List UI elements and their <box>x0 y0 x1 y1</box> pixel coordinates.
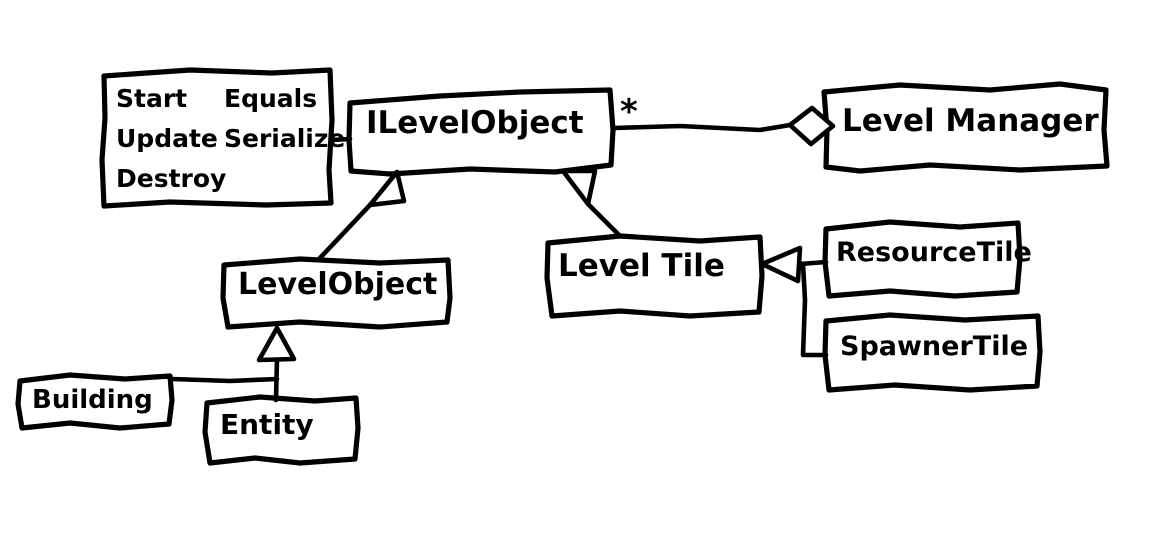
building-box[interactable] <box>15 372 175 431</box>
resourcetile-box[interactable] <box>822 219 1023 299</box>
generalization-arrowhead-levelobject <box>367 169 407 208</box>
generalization-connector-tile-junction <box>800 261 829 358</box>
ilevelobject-box[interactable] <box>346 87 616 177</box>
aggregation-diamond-icon <box>787 105 836 147</box>
spawnertile-box[interactable] <box>822 312 1043 393</box>
levelmanager-box[interactable] <box>821 81 1110 174</box>
generalization-arrowhead-leveltile <box>560 168 598 207</box>
methods-note-box[interactable] <box>99 67 335 209</box>
note-link-connector <box>328 136 353 143</box>
generalization-arrowhead-levelobject-children <box>256 325 297 363</box>
methods-note-serialize: Serialize <box>224 124 346 153</box>
methods-note-destroy: Destroy <box>116 164 227 193</box>
generalization-connector-leveltile <box>585 201 623 239</box>
leveltile-box[interactable] <box>544 233 765 319</box>
entity-box[interactable] <box>202 394 361 466</box>
aggregation-connector <box>611 122 793 133</box>
generalization-arrowhead-tiles <box>759 245 803 284</box>
methods-note-equals: Equals <box>224 84 318 113</box>
methods-note-start: Start <box>116 84 188 113</box>
methods-note-update: Update <box>116 124 218 153</box>
levelobject-box[interactable] <box>220 256 453 330</box>
multiplicity-label: * <box>620 92 638 132</box>
generalization-connector-building-junction <box>169 376 280 384</box>
generalization-connector-levelobject <box>317 202 373 261</box>
